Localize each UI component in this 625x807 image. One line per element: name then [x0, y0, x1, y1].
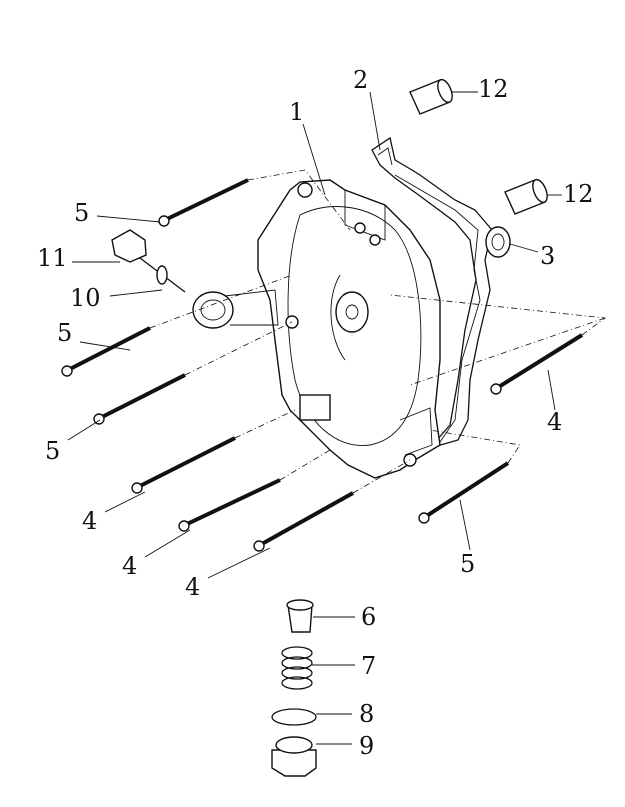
callout-5-right: 5: [460, 550, 475, 578]
gasket: [371, 136, 493, 450]
callout-4-c: 4: [185, 573, 200, 601]
callout-5-top: 5: [74, 199, 89, 227]
dowel-pin-12-top: [409, 78, 453, 115]
callout-12-right: 12: [563, 180, 594, 208]
o-ring: [271, 708, 317, 726]
drain-plug: [271, 736, 317, 777]
spring: [281, 646, 313, 690]
strainer-cap: [286, 599, 314, 633]
callout-9: 9: [359, 732, 374, 760]
crankcase-cover: [192, 179, 441, 479]
callout-4-a: 4: [82, 507, 97, 535]
callout-11: 11: [37, 244, 68, 272]
callout-7: 7: [361, 652, 376, 680]
dowel-pin-12-right: [504, 178, 548, 215]
callout-3: 3: [540, 242, 555, 270]
callout-1: 1: [289, 98, 304, 126]
callout-5-middle: 5: [45, 437, 60, 465]
callout-4-right: 4: [547, 408, 562, 436]
bolts: [61, 178, 584, 552]
alignment-lines: [149, 169, 607, 494]
callout-6: 6: [361, 603, 376, 631]
oil-dipstick: [111, 229, 186, 293]
callout-2: 2: [353, 66, 368, 94]
callout-10: 10: [70, 284, 101, 312]
callout-5-left: 5: [57, 319, 72, 347]
leader-lines: [67, 91, 562, 745]
callout-4-b: 4: [122, 552, 137, 580]
callout-12-top: 12: [478, 75, 509, 103]
callout-8: 8: [359, 700, 374, 728]
oil-seal: [485, 226, 511, 258]
